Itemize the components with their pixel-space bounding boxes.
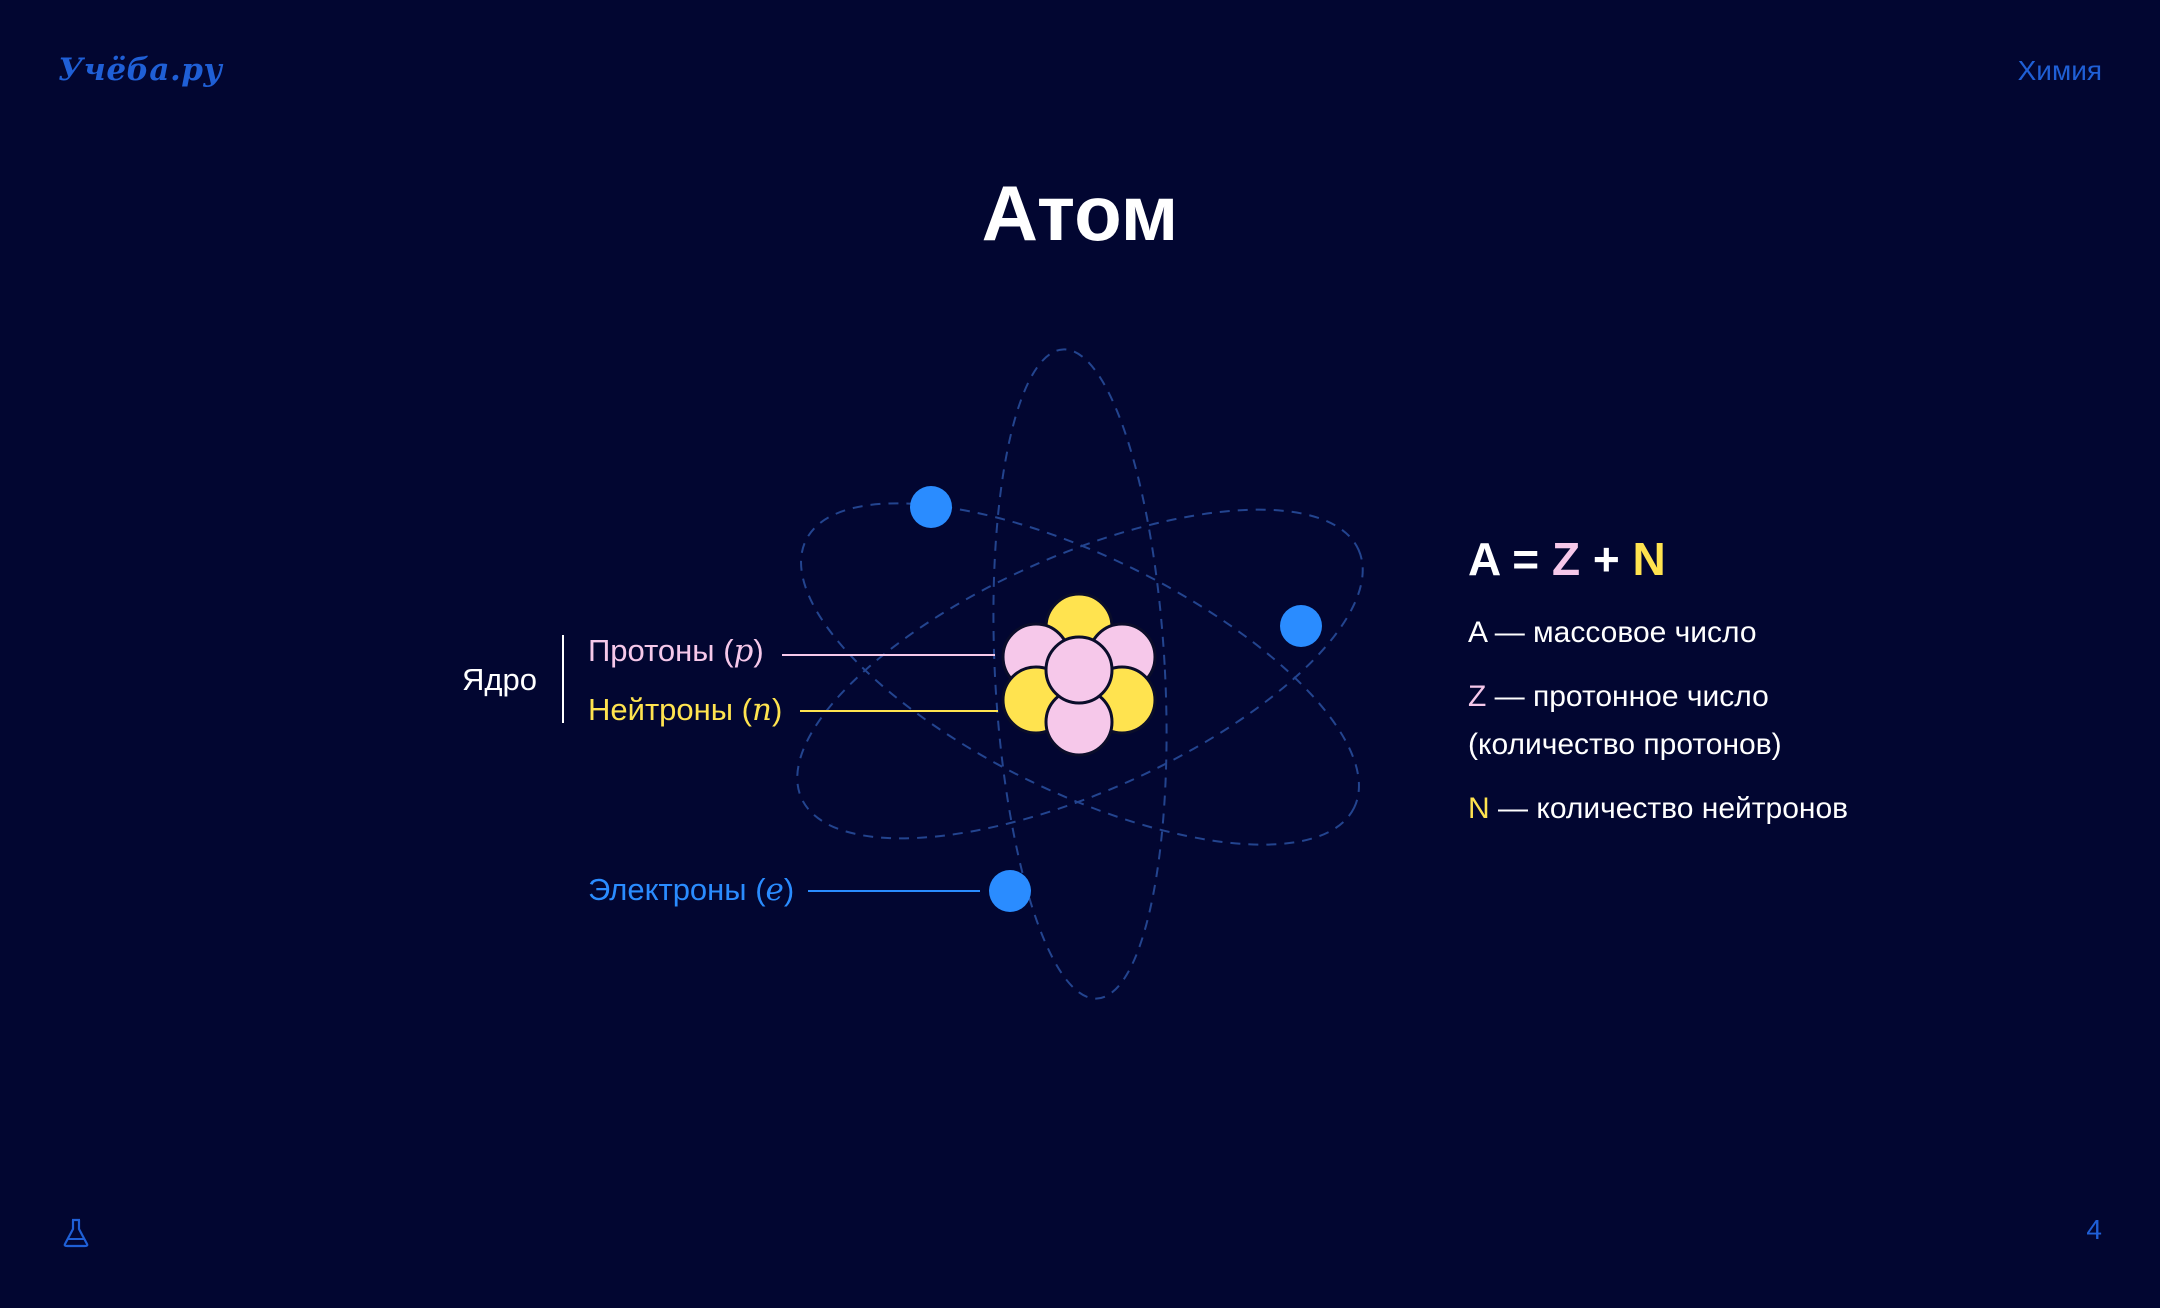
page-number: 4 xyxy=(2086,1214,2102,1245)
electron xyxy=(989,870,1031,912)
legend-text: (количество протонов) xyxy=(1468,728,1782,761)
legend-text: — массовое число xyxy=(1494,616,1757,649)
protons-text: Протоны xyxy=(588,633,715,668)
formula-z: Z xyxy=(1551,533,1581,585)
formula-plus: + xyxy=(1592,533,1620,585)
logo[interactable]: Учёба.ру xyxy=(58,52,223,88)
legend-symbol: A xyxy=(1468,616,1487,649)
formula-a: A xyxy=(1468,533,1500,585)
orbit-diagonal-b xyxy=(800,502,1360,846)
legend-text: — количество нейтронов xyxy=(1498,792,1849,825)
legend-z-note: (количество протонов) xyxy=(1468,728,1782,762)
legend-symbol: N xyxy=(1468,792,1490,825)
nucleus-label: Ядро xyxy=(462,662,537,697)
slide-title: Атом xyxy=(981,169,1179,257)
legend-text: — протонное число xyxy=(1494,680,1769,713)
legend-n: N — количество нейтронов xyxy=(1468,792,1848,826)
flask-icon xyxy=(63,1218,89,1248)
subject-label: Химия xyxy=(2017,55,2102,86)
formula-n: N xyxy=(1632,533,1666,585)
orbit-vertical xyxy=(992,348,1168,1000)
neutrons-label: Нейтроны (n) xyxy=(588,692,783,728)
electron xyxy=(910,486,952,528)
mass-formula: A = Z + N xyxy=(1468,532,1666,586)
nucleus xyxy=(1001,592,1157,757)
electrons-text: Электроны xyxy=(588,872,747,907)
legend-a: A — массовое число xyxy=(1468,616,1757,650)
legend-symbol: Z xyxy=(1468,680,1487,713)
protons-label: Протоны (p) xyxy=(588,633,764,669)
protons-symbol: p xyxy=(733,633,754,669)
orbit-diagonal-a xyxy=(796,508,1364,840)
neutrons-text: Нейтроны xyxy=(588,692,734,727)
legend-z: Z — протонное число xyxy=(1468,680,1769,714)
electrons-symbol: e xyxy=(765,872,784,908)
electrons-label: Электроны (e) xyxy=(588,872,795,908)
electron xyxy=(1280,605,1322,647)
bracket xyxy=(562,635,564,723)
neutrons-symbol: n xyxy=(751,692,772,728)
formula-eq: = xyxy=(1512,533,1540,585)
proton xyxy=(1044,635,1114,705)
